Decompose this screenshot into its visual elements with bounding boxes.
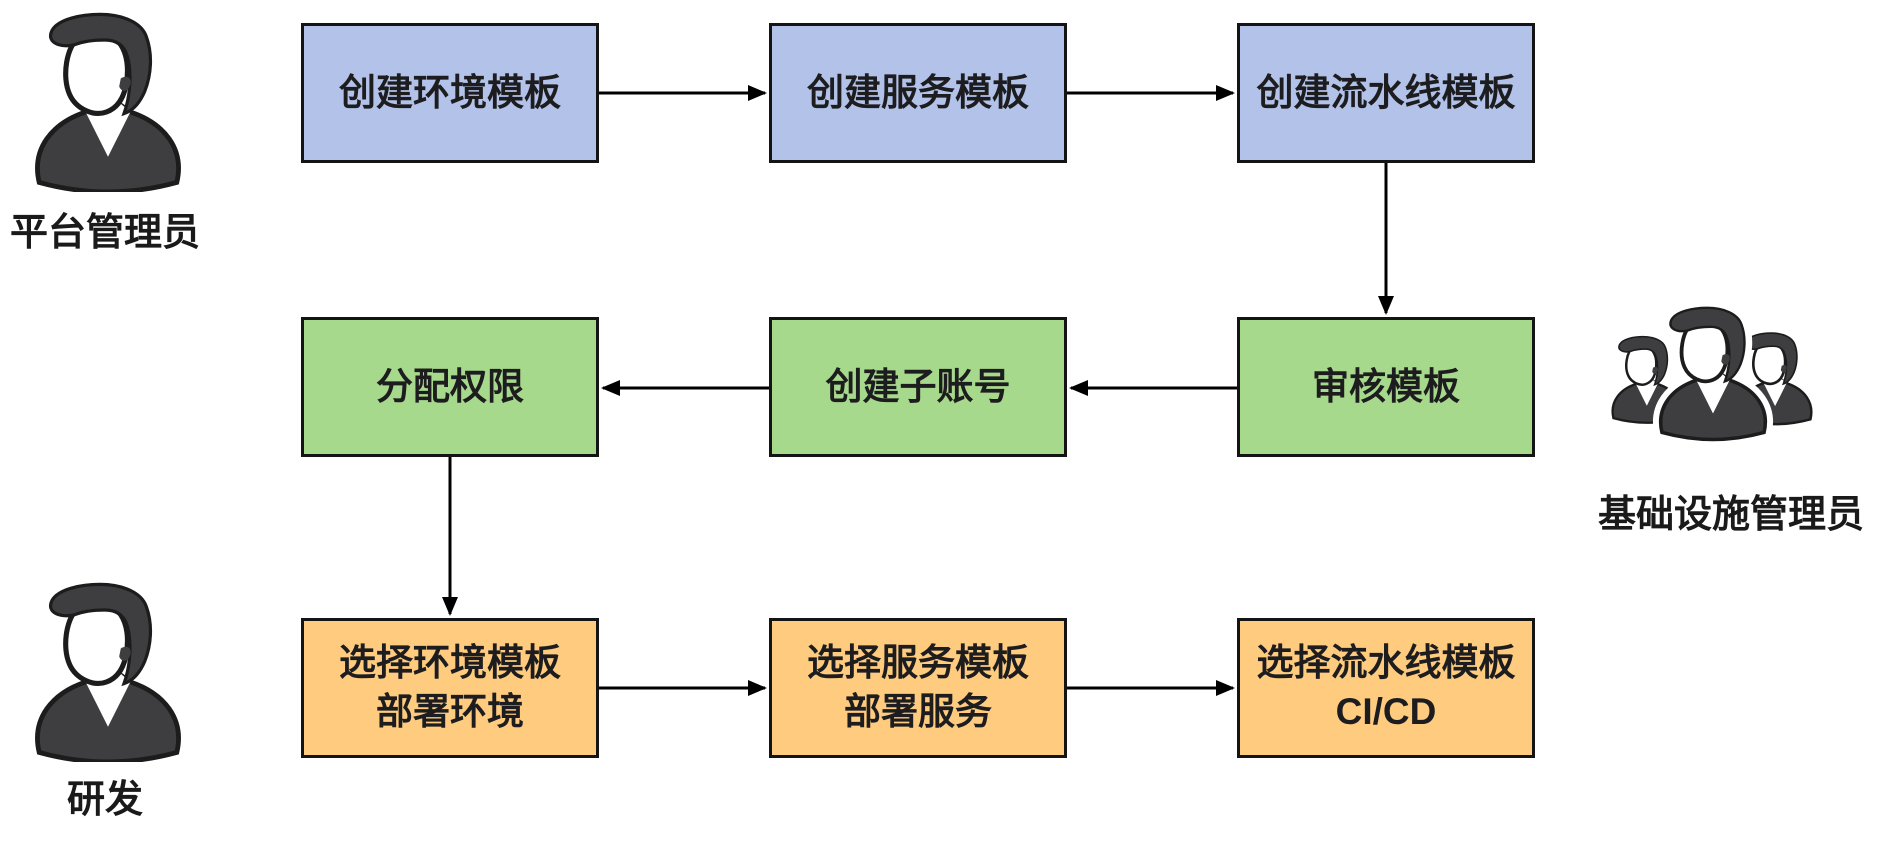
node-review-template: 审核模板 <box>1237 317 1535 457</box>
node-create-pipeline-template: 创建流水线模板 <box>1237 23 1535 163</box>
person-icon <box>37 14 179 192</box>
node-create-service-template: 创建服务模板 <box>769 23 1067 163</box>
actor-label-platform-admin: 平台管理员 <box>9 212 200 254</box>
actor-label-infra-admin: 基础设施管理员 <box>1597 494 1864 536</box>
node-assign-permissions: 分配权限 <box>301 317 599 457</box>
actor-label-developer: 研发 <box>66 779 143 821</box>
person-icon <box>37 584 179 762</box>
people-group-icon <box>1612 307 1812 440</box>
node-select-env-template: 选择环境模板 部署环境 <box>301 618 599 758</box>
node-create-subaccount: 创建子账号 <box>769 317 1067 457</box>
node-select-service-template: 选择服务模板 部署服务 <box>769 618 1067 758</box>
node-select-pipeline-template: 选择流水线模板 CI/CD <box>1237 618 1535 758</box>
node-create-env-template: 创建环境模板 <box>301 23 599 163</box>
